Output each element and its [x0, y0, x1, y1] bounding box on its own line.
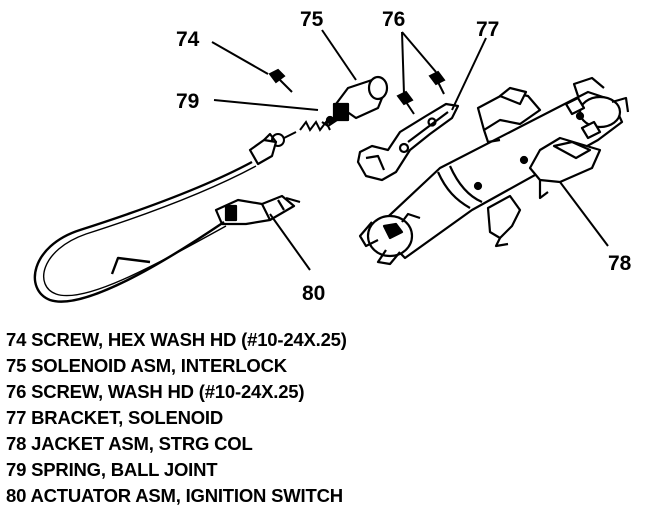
legend-text: ACTUATOR ASM, IGNITION SWITCH — [30, 485, 343, 506]
steering-column-jacket — [358, 76, 630, 266]
parts-legend: 74 SCREW, HEX WASH HD (#10-24X.25) 75 SO… — [6, 327, 347, 509]
legend-number: 75 — [6, 355, 27, 376]
callout-76: 76 — [382, 8, 405, 31]
legend-text: SPRING, BALL JOINT — [31, 459, 218, 480]
legend-item: 78 JACKET ASM, STRG COL — [6, 431, 347, 457]
legend-number: 76 — [6, 381, 27, 402]
callout-77: 77 — [476, 18, 499, 41]
legend-text: SCREW, WASH HD (#10-24X.25) — [31, 381, 305, 402]
callout-80: 80 — [302, 282, 325, 305]
ignition-switch-actuator — [33, 132, 301, 303]
legend-item: 80 ACTUATOR ASM, IGNITION SWITCH — [6, 483, 347, 509]
legend-text: SCREW, HEX WASH HD (#10-24X.25) — [31, 329, 347, 350]
legend-number: 74 — [6, 329, 27, 350]
legend-item: 79 SPRING, BALL JOINT — [6, 457, 347, 483]
legend-number: 80 — [6, 485, 27, 506]
legend-item: 76 SCREW, WASH HD (#10-24X.25) — [6, 379, 347, 405]
callout-74: 74 — [176, 28, 200, 51]
ball-joint-spring — [271, 120, 331, 147]
legend-item: 74 SCREW, HEX WASH HD (#10-24X.25) — [6, 327, 347, 353]
legend-item: 77 BRACKET, SOLENOID — [6, 405, 347, 431]
callout-75: 75 — [300, 8, 324, 31]
wash-head-screw-left — [396, 90, 415, 115]
hex-wash-screw — [268, 68, 293, 93]
legend-number: 79 — [6, 459, 27, 480]
legend-item: 75 SOLENOID ASM, INTERLOCK — [6, 353, 347, 379]
interlock-solenoid — [321, 75, 389, 128]
solenoid-bracket — [356, 102, 460, 182]
legend-number: 78 — [6, 433, 27, 454]
legend-text: BRACKET, SOLENOID — [31, 407, 224, 428]
legend-text: JACKET ASM, STRG COL — [31, 433, 253, 454]
legend-number: 77 — [6, 407, 27, 428]
leader-lines — [211, 29, 609, 271]
legend-text: SOLENOID ASM, INTERLOCK — [31, 355, 287, 376]
callout-79: 79 — [176, 90, 199, 113]
wash-head-screw-right — [428, 70, 446, 95]
callout-78: 78 — [608, 252, 632, 275]
